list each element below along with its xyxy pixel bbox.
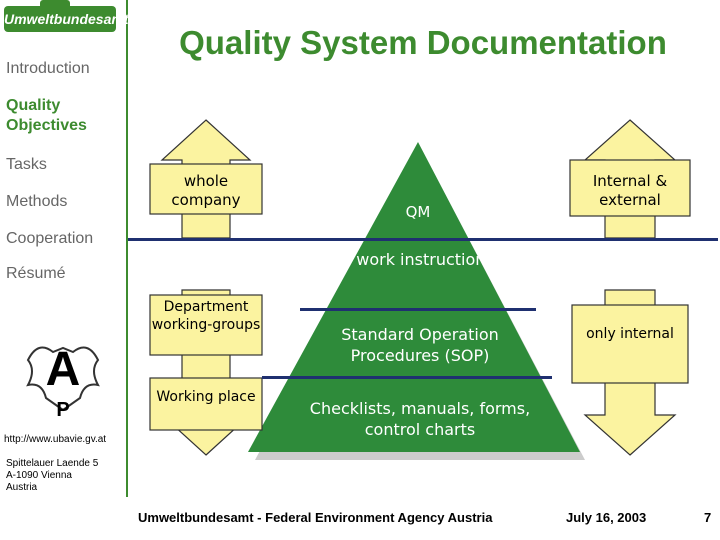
box-working-place xyxy=(149,377,263,431)
box-whole-company xyxy=(149,163,263,215)
label-only-internal: only internal xyxy=(586,326,674,342)
label-working-place: Working place xyxy=(156,389,256,405)
address: Spittelauer Laende 5 A-1090 Vienna Austr… xyxy=(6,458,99,493)
eagle-emblem: A P xyxy=(26,343,100,421)
logo-crest xyxy=(40,0,70,8)
logo: Umweltbundesamt xyxy=(4,6,128,32)
label-internal-external: Internal & external xyxy=(592,172,668,209)
pyramid-line-2 xyxy=(262,376,552,379)
box-internal-external xyxy=(569,159,691,217)
label-qm: QM xyxy=(405,203,431,221)
nav-cooperation[interactable]: Cooperation xyxy=(6,230,94,247)
nav-resume[interactable]: Résumé xyxy=(6,265,66,282)
nav-methods[interactable]: Methods xyxy=(6,193,68,210)
label-whole-company: whole company xyxy=(171,172,241,209)
label-checklists: Checklists, manuals, forms, control char… xyxy=(309,399,531,439)
nav-quality-objectives[interactable]: Quality Objectives xyxy=(6,97,87,134)
box-department xyxy=(149,294,263,356)
pyramid xyxy=(248,142,580,452)
nav-introduction[interactable]: Introduction xyxy=(6,60,90,77)
divider-line xyxy=(128,238,718,241)
footer-org: Umweltbundesamt - Federal Environment Ag… xyxy=(138,510,493,525)
page-number: 7 xyxy=(704,510,712,525)
footer-date: July 16, 2003 xyxy=(566,510,647,525)
page-title: Quality System Documentation xyxy=(179,24,667,61)
emblem-sub: P xyxy=(56,399,69,421)
label-department: Department working-groups xyxy=(151,299,261,333)
box-only-internal xyxy=(571,304,689,384)
label-work-instructions: work instructions xyxy=(356,250,494,269)
label-sop: Standard Operation Procedures (SOP) xyxy=(341,325,499,365)
pyramid-line-1 xyxy=(300,308,536,311)
sidebar: Umweltbundesamt Introduction Quality Obj… xyxy=(0,0,128,497)
emblem-letter: A xyxy=(46,343,81,396)
nav-tasks[interactable]: Tasks xyxy=(6,156,47,173)
website-link[interactable]: http://www.ubavie.gv.at xyxy=(4,434,107,445)
